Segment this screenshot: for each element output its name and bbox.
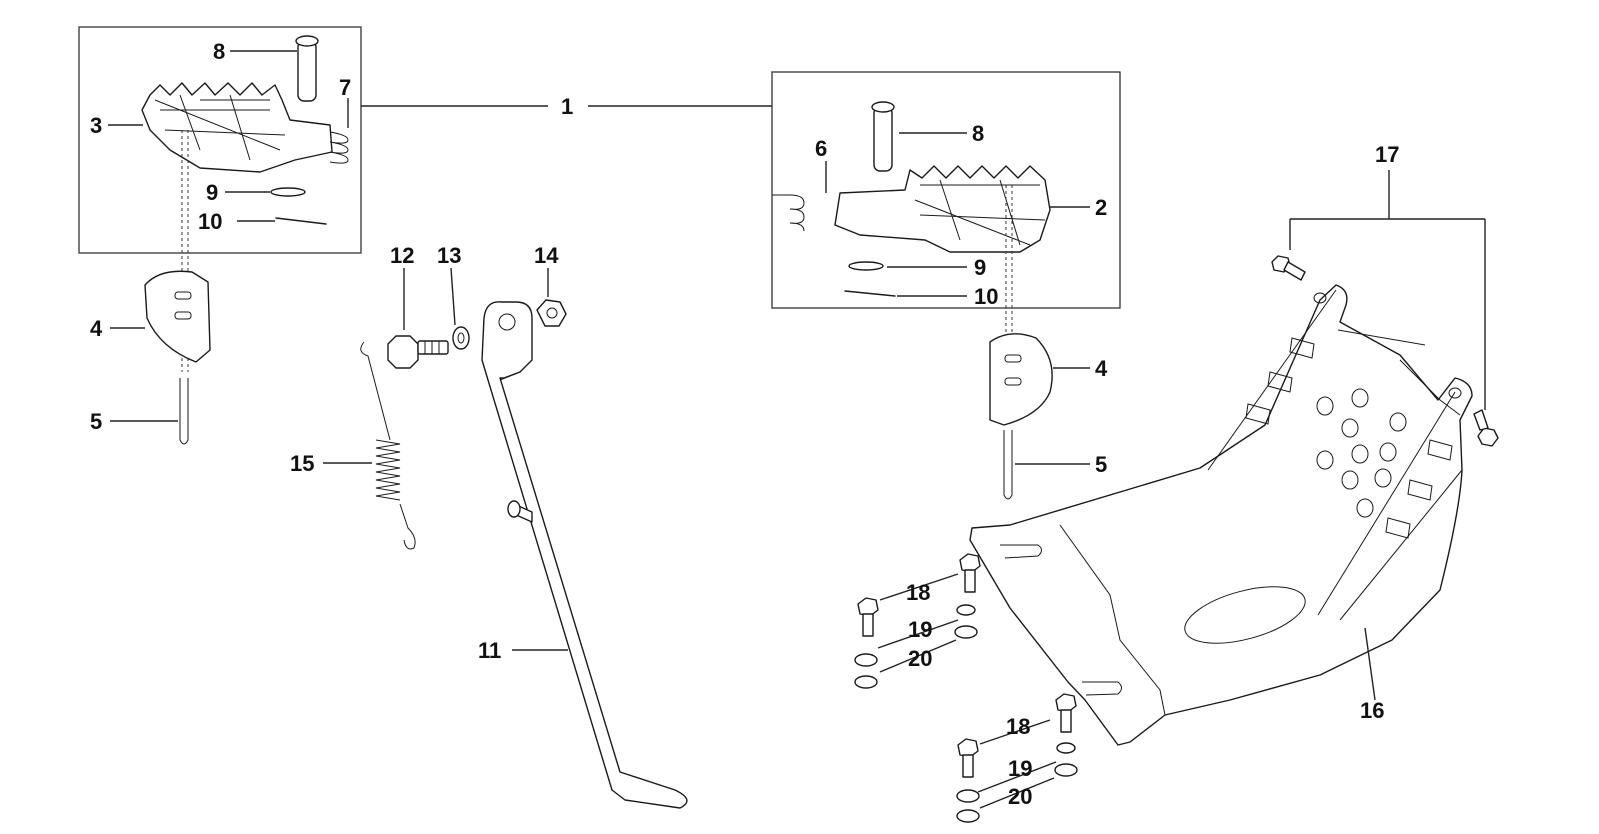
callout-3: 3 xyxy=(90,113,102,138)
callout-10-left: 10 xyxy=(198,209,222,234)
skid-plate-bolt-top xyxy=(1271,255,1306,281)
callout-17: 17 xyxy=(1375,142,1399,167)
right-peg-bracket xyxy=(989,333,1053,426)
left-washer xyxy=(270,187,306,197)
hardware-set-upper xyxy=(854,553,981,689)
sidestand-bolt xyxy=(387,335,449,369)
sidestand-spring xyxy=(360,341,416,550)
left-clevis-pin xyxy=(295,35,319,102)
callout-5-right: 5 xyxy=(1095,452,1107,477)
left-footpeg-frame xyxy=(78,26,362,254)
callout-10-right: 10 xyxy=(974,284,998,309)
left-torsion-spring xyxy=(329,131,349,164)
callout-19-upper: 19 xyxy=(908,617,932,642)
sidestand-nut xyxy=(536,299,567,327)
callout-15: 15 xyxy=(290,451,314,476)
skid-plate xyxy=(969,284,1473,746)
left-footpeg xyxy=(141,82,333,173)
callout-11: 11 xyxy=(478,638,501,663)
right-footpeg xyxy=(834,165,1051,253)
left-peg-bracket xyxy=(144,270,211,363)
callout-18-upper: 18 xyxy=(906,580,930,605)
callout-14: 14 xyxy=(534,243,559,268)
callout-8-left: 8 xyxy=(213,39,225,64)
callout-6: 6 xyxy=(815,136,827,161)
callout-16: 16 xyxy=(1360,698,1384,723)
callout-8-right: 8 xyxy=(972,121,984,146)
right-footpeg-frame xyxy=(771,71,1121,309)
right-washer xyxy=(848,261,884,271)
callout-4-left: 4 xyxy=(90,316,103,341)
callout-20-upper: 20 xyxy=(908,646,932,671)
right-clevis-pin xyxy=(871,101,895,172)
callout-12: 12 xyxy=(390,243,414,268)
callout-7: 7 xyxy=(339,75,351,100)
right-cotter-pin xyxy=(844,290,896,297)
callout-19-lower: 19 xyxy=(1008,756,1032,781)
skid-plate-bolt-right xyxy=(1473,409,1499,447)
sidestand-washer xyxy=(452,326,470,350)
callout-20-lower: 20 xyxy=(1008,784,1032,809)
callout-2: 2 xyxy=(1095,195,1107,220)
sidestand xyxy=(481,301,688,809)
callout-17-leader xyxy=(1289,170,1486,410)
hardware-set-lower xyxy=(956,693,1078,823)
callout-1: 1 xyxy=(561,94,573,119)
right-torsion-spring xyxy=(772,194,805,232)
callout-13: 13 xyxy=(437,243,461,268)
left-retaining-clip xyxy=(179,378,189,445)
right-retaining-clip xyxy=(1003,430,1013,500)
callout-9-right: 9 xyxy=(974,255,986,280)
callout-5-left: 5 xyxy=(90,409,102,434)
left-cotter-pin xyxy=(275,217,327,225)
callout-4-right: 4 xyxy=(1095,356,1108,381)
callout-9-left: 9 xyxy=(206,180,218,205)
callout-18-lower: 18 xyxy=(1006,714,1030,739)
